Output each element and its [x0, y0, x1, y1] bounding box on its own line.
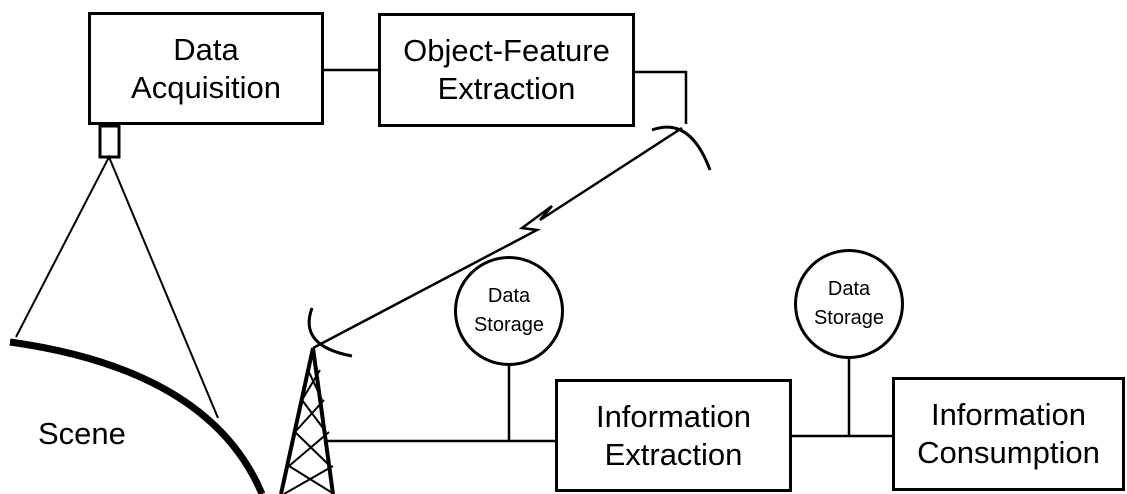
scene-surface-arc — [9, 338, 266, 494]
uplink-dish-icon — [651, 125, 712, 171]
information-extraction-line-1: Information — [595, 398, 752, 434]
information-consumption-box: Information Consumption — [892, 377, 1125, 491]
scene-label: Scene — [38, 416, 126, 451]
information-extraction-line-2: Extraction — [604, 436, 743, 472]
data-storage-1-line-1: Data — [487, 285, 531, 307]
data-storage-2-line-1: Data — [827, 278, 871, 300]
ground-dish-icon — [307, 307, 353, 358]
data-storage-2-circle: Data Storage — [794, 249, 904, 359]
information-extraction-box: Information Extraction — [555, 379, 792, 492]
data-acquisition-line-1: Data — [173, 31, 239, 67]
object-feature-extraction-box: Object-Feature Extraction — [378, 13, 635, 127]
data-acquisition-box: Data Acquisition — [88, 12, 324, 125]
connector-feature-to-uplink — [634, 70, 688, 124]
object-feature-extraction-line-2: Extraction — [437, 71, 576, 106]
data-storage-1-circle: Data Storage — [454, 256, 564, 366]
information-consumption-line-1: Information — [930, 397, 1087, 433]
data-storage-1-line-2: Storage — [473, 314, 545, 336]
wireless-link-bolt — [312, 126, 683, 350]
information-consumption-line-2: Consumption — [917, 435, 1100, 470]
field-of-view-lines — [15, 154, 219, 419]
object-feature-extraction-line-1: Object-Feature — [403, 33, 610, 69]
camera-icon — [98, 124, 121, 159]
transmission-tower-icon — [279, 347, 335, 494]
data-storage-2-line-2: Storage — [813, 307, 885, 329]
data-acquisition-line-2: Acquisition — [131, 69, 281, 105]
